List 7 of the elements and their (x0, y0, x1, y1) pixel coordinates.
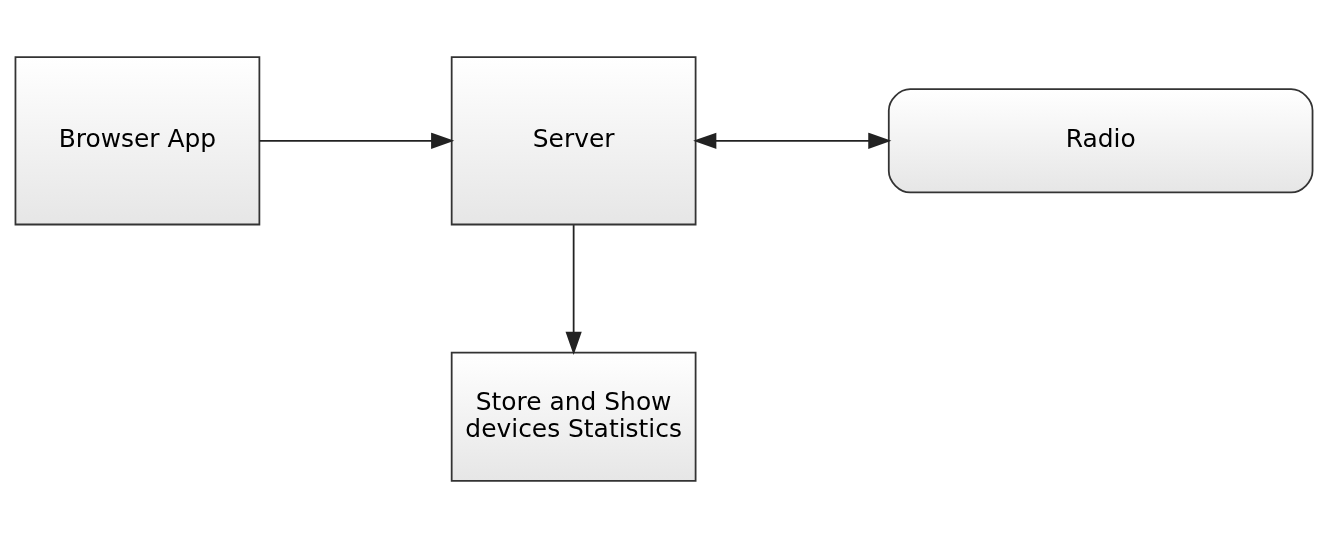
node-box: Store and Show devices Statistics (450, 351, 697, 482)
node-box: Server (450, 56, 697, 226)
node-box: Radio (887, 88, 1314, 194)
arrow (258, 132, 455, 149)
arrow (565, 224, 582, 355)
node-box: Browser App (14, 56, 261, 226)
arrow (693, 132, 892, 149)
